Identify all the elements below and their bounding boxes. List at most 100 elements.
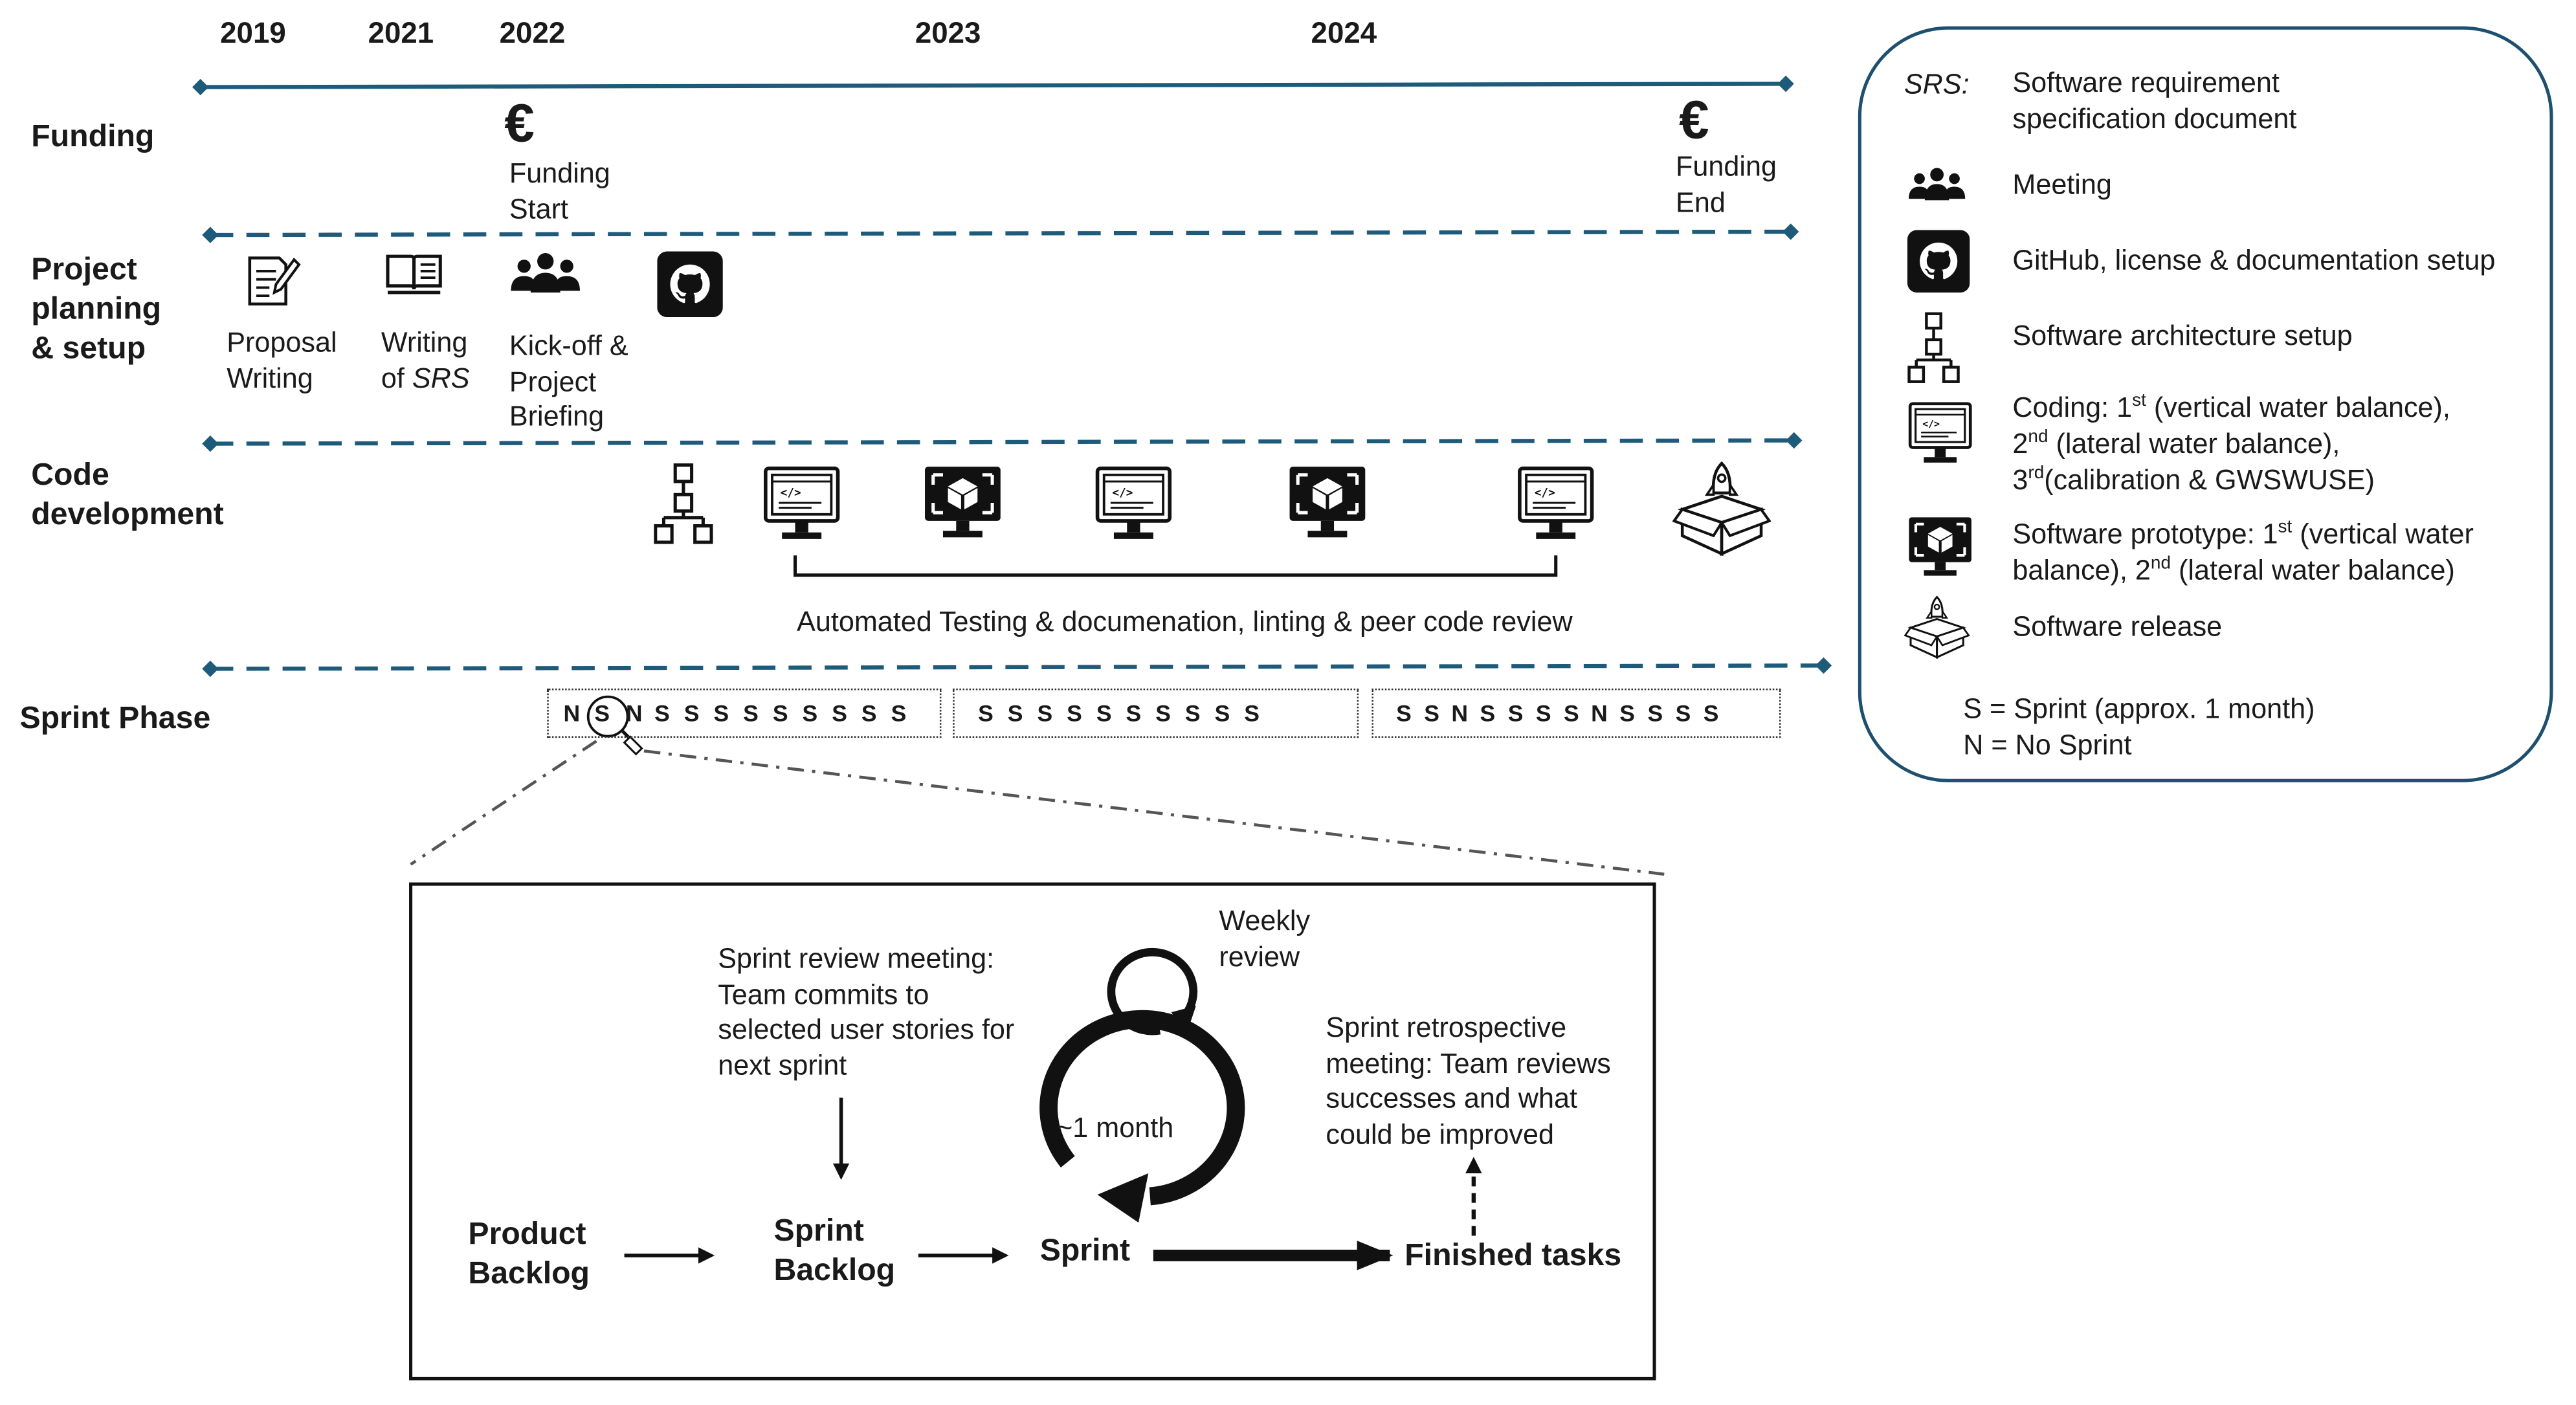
sprint-cell: S <box>978 700 994 727</box>
bracket-label: Automated Testing & documenation, lintin… <box>797 606 1573 638</box>
year-label: 2021 <box>368 16 434 50</box>
scrum-process-box <box>409 882 1656 1380</box>
sprint-cell: S <box>1126 700 1142 727</box>
sprint-cell: N <box>625 700 643 727</box>
year-label: 2019 <box>220 16 286 50</box>
legend-proto-1-sup: st <box>2278 517 2293 538</box>
sprint-cell: S <box>1535 700 1551 727</box>
meeting-icon <box>1909 168 1966 201</box>
coding-monitor-icon: </> <box>1518 466 1594 539</box>
svg-text:</>: </> <box>1922 419 1940 430</box>
legend-proto-2-text: balance), 2 <box>2012 555 2151 586</box>
legend-coding-1-sup: st <box>2132 391 2146 411</box>
legend-panel: SRS: Software requirement specification … <box>1858 26 2553 782</box>
sprint-cell: S <box>1507 700 1524 727</box>
github-icon <box>1907 230 1970 293</box>
euro-icon: € <box>504 92 535 153</box>
sprint-cell: S <box>1675 700 1691 727</box>
row-label-planning: Project planning & setup <box>31 253 162 367</box>
row-label-sprint: Sprint Phase <box>19 702 211 736</box>
sprint-cell: N <box>563 700 581 727</box>
legend-proto-1-text: (vertical water <box>2292 518 2474 550</box>
finished-tasks-label: Finished tasks <box>1405 1239 1622 1274</box>
sprint-cell: S <box>1703 700 1719 727</box>
prototype-monitor-icon <box>1909 517 1971 576</box>
sprint-cell: S <box>1244 700 1260 727</box>
legend-coding-1-text: Coding: 1 <box>2012 392 2133 424</box>
prototype-monitor-icon <box>1289 467 1366 538</box>
sprint-cell: S <box>1647 700 1663 727</box>
year-label: 2024 <box>1311 16 1377 50</box>
year-label: 2022 <box>499 16 566 50</box>
funding-end-label: Funding End <box>1676 151 1777 218</box>
sprint-cell: S <box>891 700 907 727</box>
srs-writing-label: Writing of SRS <box>381 326 496 396</box>
weekly-review-label: Weekly review <box>1219 905 1311 972</box>
meeting-icon <box>511 253 581 293</box>
sprint-cell: S <box>1480 700 1496 727</box>
software-release-icon <box>1672 461 1771 557</box>
legend-coding-2: 2nd (lateral water balance), <box>2012 419 2340 463</box>
proposal-document-icon <box>248 256 301 306</box>
sprint-block-2023: S S S S S S S S S S <box>953 688 1359 738</box>
legend-nosprint-def: N = No Sprint <box>1963 729 2132 761</box>
sprint-cell: N <box>1591 700 1608 727</box>
legend-meeting: Meeting <box>2012 169 2112 201</box>
sprint-cell: S <box>713 700 729 727</box>
architecture-icon <box>654 463 713 544</box>
proposal-label: Proposal Writing <box>227 327 337 394</box>
funding-start-label: Funding Start <box>509 157 610 225</box>
retrospective-label: Sprint retrospective meeting: Team revie… <box>1326 1012 1611 1150</box>
coding-monitor-icon: </> <box>1095 466 1172 539</box>
sprint-cell: S <box>1396 700 1412 727</box>
sprint-cell: S <box>743 700 759 727</box>
euro-icon: € <box>1679 89 1709 150</box>
architecture-icon <box>1907 312 1960 383</box>
github-icon <box>657 251 723 318</box>
legend-coding-2-sup: nd <box>2028 427 2049 447</box>
legend-coding-2-text: 2 <box>2012 428 2028 460</box>
legend-coding-1: Coding: 1st (vertical water balance), <box>2012 383 2450 427</box>
review-meeting-label: Sprint review meeting: Team commits to s… <box>718 943 1015 1081</box>
coding-monitor-icon: </> <box>1908 402 1972 463</box>
sprint-label: Sprint <box>1039 1234 1131 1269</box>
sprint-cell: N <box>1451 700 1469 727</box>
coding-monitor-icon: </> <box>764 466 840 539</box>
sprint-cell: S <box>1096 700 1112 727</box>
legend-srs-text-1: Software requirement <box>2012 67 2280 99</box>
legend-coding-3-sup: rd <box>2028 463 2045 483</box>
srs-label-prefix: Writing of <box>381 327 468 394</box>
kickoff-label: Kick-off & Project Briefing <box>509 330 628 432</box>
legend-coding-3-text: (calibration & GWSWUSE) <box>2044 464 2375 496</box>
sprint-cell: S <box>772 700 788 727</box>
legend-proto-2: balance), 2nd (lateral water balance) <box>2012 546 2455 590</box>
sprint-cell: S <box>1214 700 1230 727</box>
sprint-cell: S <box>832 700 847 727</box>
legend-release: Software release <box>2012 611 2223 643</box>
sprint-cell: S <box>1619 700 1636 727</box>
legend-coding-1-text: (vertical water balance), <box>2146 392 2450 424</box>
year-label: 2023 <box>915 16 981 50</box>
legend-proto-1-text: Software prototype: 1 <box>2012 518 2278 550</box>
legend-coding-3-text: 3 <box>2012 464 2028 496</box>
sprint-block-2024: S S N S S S S N S S S S <box>1371 688 1781 738</box>
prototype-monitor-icon <box>925 467 1001 538</box>
sprint-cell: S <box>861 700 877 727</box>
sprint-cell: S <box>802 700 818 727</box>
legend-proto-1: Software prototype: 1st (vertical water <box>2012 509 2473 553</box>
product-backlog-label: Product Backlog <box>468 1217 590 1292</box>
legend-proto-2-text: (lateral water balance) <box>2171 555 2455 586</box>
sprint-cell: S <box>654 700 670 727</box>
legend-coding-2-text: (lateral water balance), <box>2048 428 2340 460</box>
legend-architecture: Software architecture setup <box>2012 320 2353 352</box>
book-icon <box>386 254 442 294</box>
legend-sprint-def: S = Sprint (approx. 1 month) <box>1963 693 2315 725</box>
legend-coding-3: 3rd(calibration & GWSWUSE) <box>2012 455 2375 499</box>
srs-label-italic: SRS <box>412 362 470 394</box>
sprint-cell: S <box>1067 700 1082 727</box>
row-label-funding: Funding <box>31 120 155 155</box>
svg-text:</>: </> <box>781 487 801 500</box>
